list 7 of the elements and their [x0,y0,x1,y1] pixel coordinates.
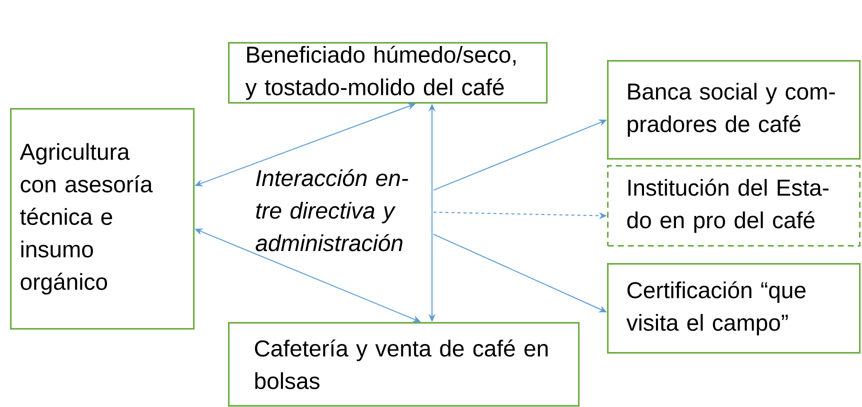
text-box: Banca social y com-pradores de café [607,60,861,160]
text-box: Agricultura con asesoría técnica e insumo orgánico [10,108,195,330]
text-box: Cafetería y venta de café en bolsas [228,322,580,407]
text-box: Beneficiado húmedo/seco, y tostado-molido del café [228,42,548,104]
text-box: Certificación “que visita el campo” [607,263,861,354]
annotation-text: Interacción en-tre directiva y administración [256,169,408,252]
text-box: Institución del Esta-do en pro del café [607,165,861,247]
